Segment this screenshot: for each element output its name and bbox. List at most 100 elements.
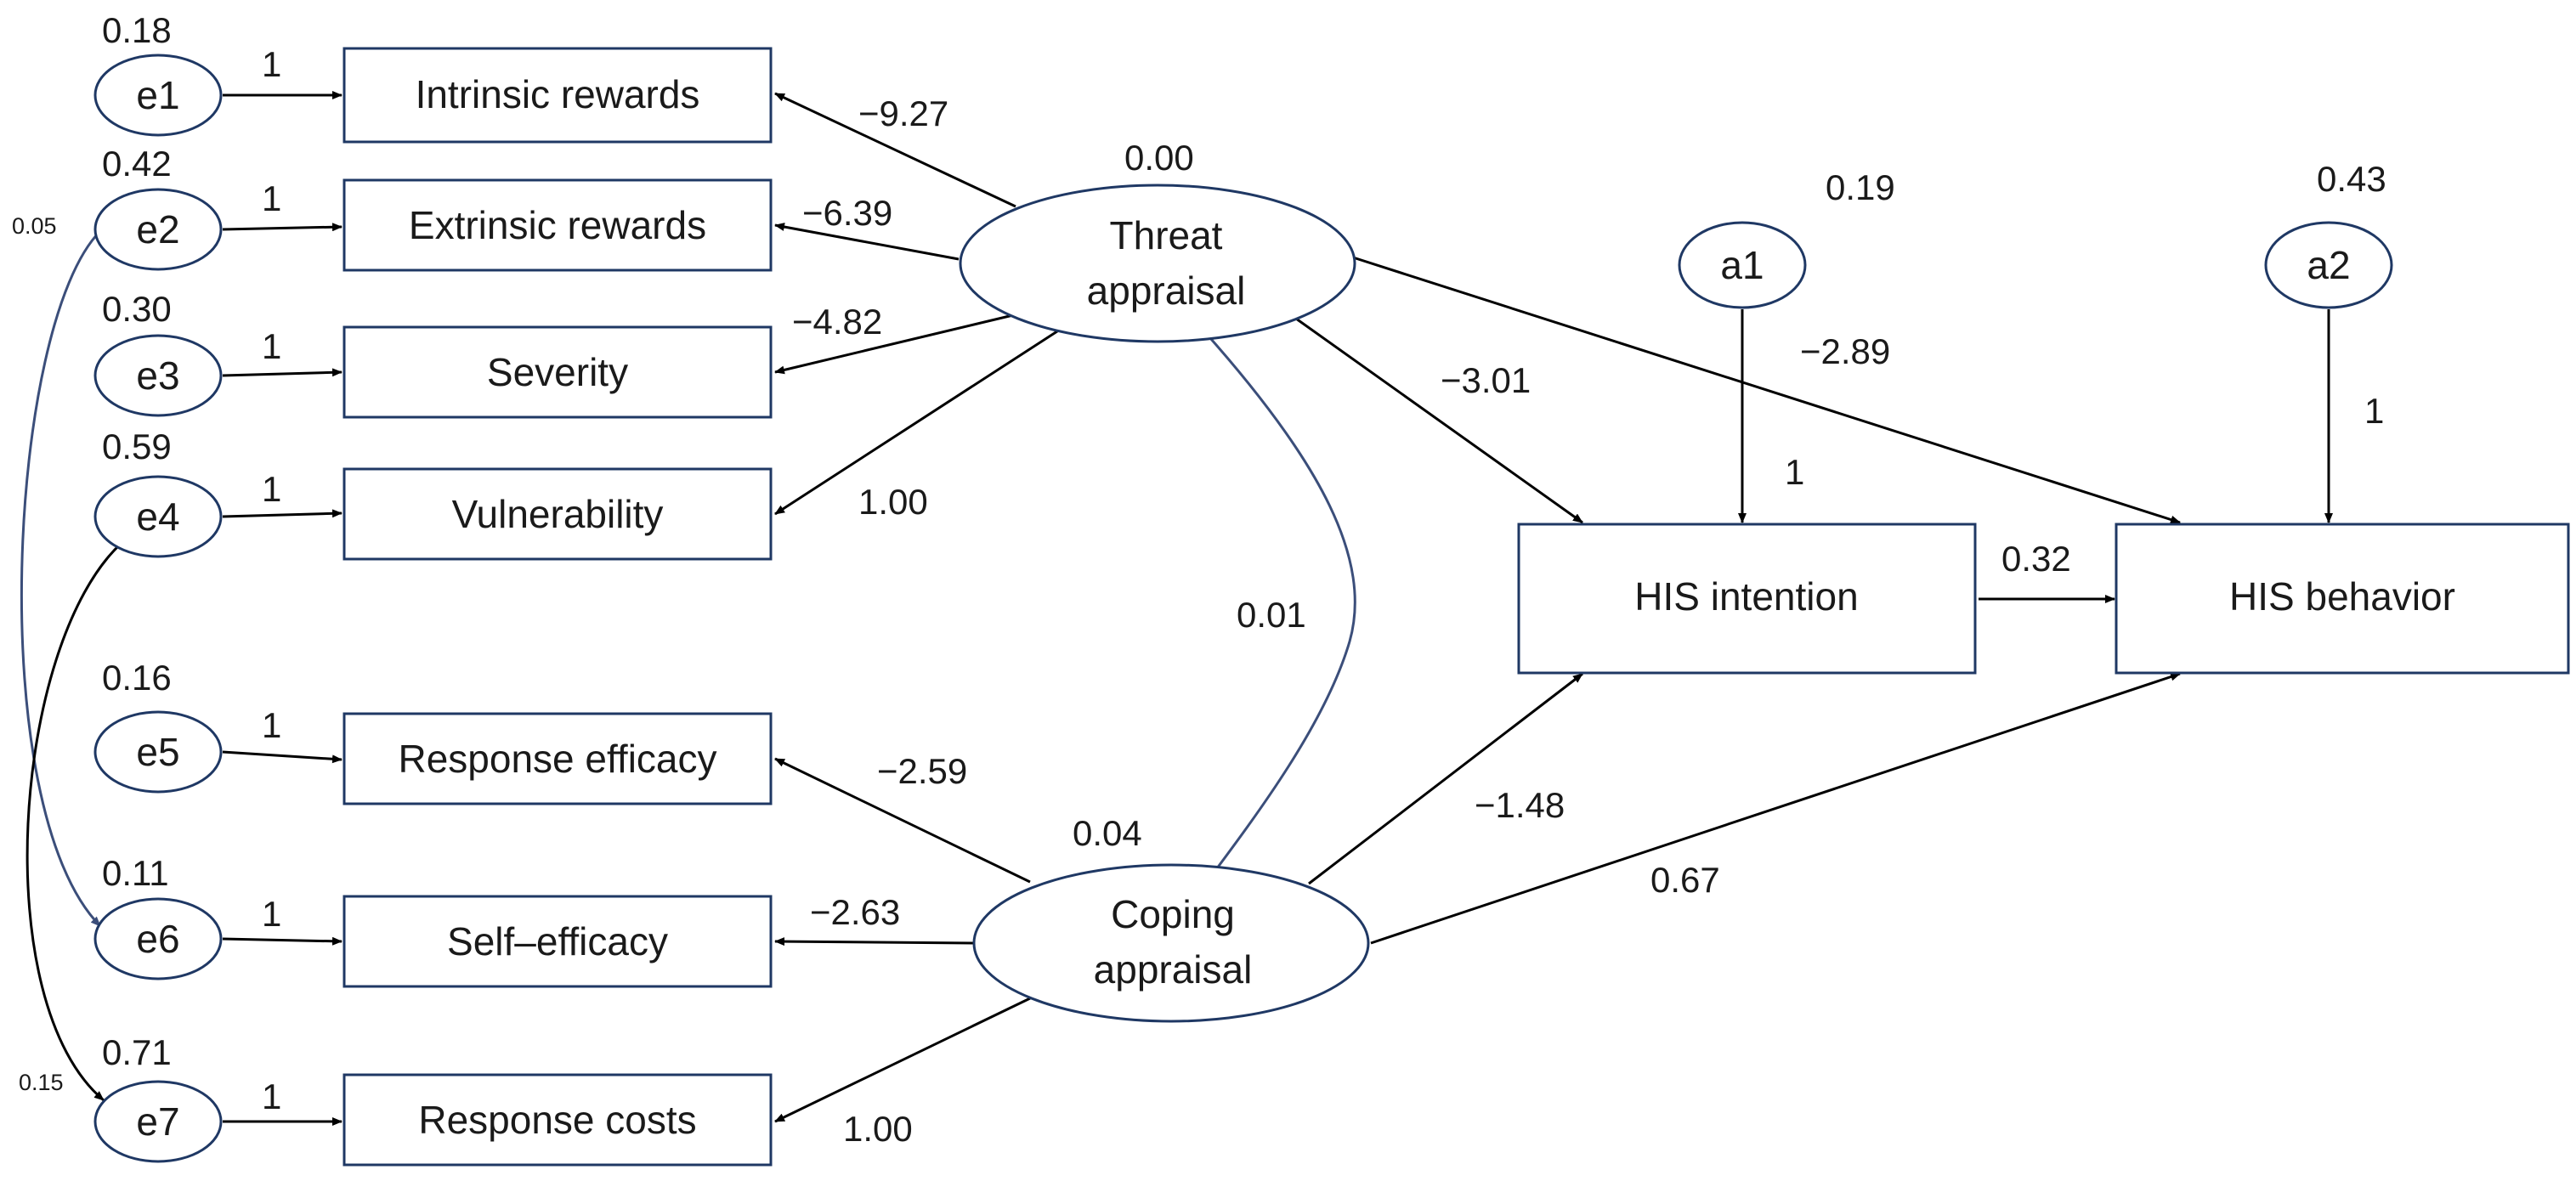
variance-coping: 0.04: [1073, 813, 1142, 853]
box-self-efficacy: [343, 895, 773, 988]
box-vulnerability: [343, 467, 773, 561]
error-a1-label: a1: [1720, 243, 1764, 287]
edge-coping-intention: [1308, 672, 1583, 885]
edge-threat-vulnerability: [774, 328, 1061, 516]
path-coping-self-efficacy: −2.63: [810, 892, 900, 932]
variance-threat: 0.00: [1124, 138, 1194, 178]
edge-e2-extrinsic: [222, 223, 343, 232]
error-a2-label: a2: [2307, 243, 2350, 287]
label-vulnerability: Vulnerability: [452, 492, 664, 536]
variance-a2: 0.43: [2317, 159, 2386, 199]
label-coping-line2: appraisal: [1094, 947, 1253, 992]
latent-threat-appraisal: [959, 184, 1356, 343]
box-his-intention: [1517, 523, 1977, 675]
error-e4: [93, 475, 223, 558]
box-response-costs: [343, 1073, 773, 1167]
cov-e2-e6-label: 0.05: [12, 213, 57, 239]
path-threat-intention: −3.01: [1441, 360, 1531, 400]
fixed-loading-labels: 1 1 1 1 1 1 1 1 1: [262, 44, 2384, 1116]
cov-threat-coping-label: 0.01: [1237, 595, 1306, 635]
path-threat-vulnerability: 1.00: [858, 482, 928, 522]
path-coping-intention: −1.48: [1475, 785, 1565, 825]
error-e2-label: e2: [136, 207, 179, 251]
edge-e3-severity: [222, 368, 343, 377]
edge-threat-extrinsic: [774, 223, 960, 261]
loading-e1: 1: [262, 44, 281, 84]
box-response-efficacy: [343, 712, 773, 805]
edge-threat-severity: [774, 313, 1017, 375]
edge-e4-vulnerability: [222, 509, 343, 518]
label-response-costs: Response costs: [418, 1098, 696, 1142]
variance-e5: 0.16: [102, 658, 172, 698]
outcomes: HIS intention HIS behavior: [1517, 523, 2570, 675]
indicators: Intrinsic rewards Extrinsic rewards Seve…: [343, 47, 773, 1167]
box-his-behavior: [2115, 523, 2570, 675]
box-extrinsic-rewards: [343, 178, 773, 272]
cov-e4-e7: [25, 537, 127, 1102]
variance-e4: 0.59: [102, 427, 172, 466]
loading-e2: 1: [262, 178, 281, 218]
variance-e2: 0.42: [102, 144, 172, 184]
error-e1-label: e1: [136, 73, 179, 117]
error-a2: [2264, 221, 2393, 309]
error-e3: [93, 334, 223, 417]
label-his-intention: HIS intention: [1634, 574, 1858, 619]
loading-a2: 1: [2364, 391, 2384, 431]
edge-e6-self-efficacy: [222, 936, 343, 946]
edge-threat-intention: [1295, 317, 1583, 524]
path-threat-intrinsic: −9.27: [858, 93, 948, 133]
covariance-labels: 0.01 0.05 0.15: [12, 213, 1306, 1095]
label-his-behavior: HIS behavior: [2229, 574, 2455, 619]
cov-e4-e7-label: 0.15: [19, 1070, 64, 1095]
edges: [20, 91, 2333, 1126]
edge-e5-response-efficacy: [222, 750, 343, 764]
loading-e3: 1: [262, 326, 281, 366]
label-threat-line2: appraisal: [1087, 268, 1246, 313]
error-e4-label: e4: [136, 494, 179, 539]
error-a1: [1678, 221, 1807, 309]
label-response-efficacy: Response efficacy: [398, 737, 716, 781]
path-coping-response-costs: 1.00: [843, 1109, 913, 1149]
cov-e2-e6: [20, 224, 107, 928]
error-e2: [93, 188, 223, 271]
label-threat-line1: Threat: [1110, 213, 1223, 257]
path-threat-extrinsic: −6.39: [802, 193, 892, 233]
error-e3-label: e3: [136, 353, 179, 398]
variance-a1: 0.19: [1826, 167, 1895, 207]
label-extrinsic-rewards: Extrinsic rewards: [409, 203, 706, 247]
latent-coping-appraisal: [972, 863, 1370, 1023]
error-e6: [93, 897, 223, 980]
path-intention-behavior: 0.32: [2001, 539, 2071, 579]
variance-e1: 0.18: [102, 10, 172, 50]
error-e7: [93, 1080, 223, 1163]
path-labels: −9.27 −6.39 −4.82 1.00 −2.59 −2.63 1.00 …: [792, 93, 2071, 1149]
error-e5-label: e5: [136, 730, 179, 774]
variance-e7: 0.71: [102, 1032, 172, 1072]
variance-labels: 0.18 0.42 0.30 0.59 0.16 0.11 0.71 0.00 …: [102, 10, 2386, 1072]
error-e7-label: e7: [136, 1099, 179, 1144]
loading-a1: 1: [1785, 452, 1804, 492]
loading-e6: 1: [262, 894, 281, 934]
error-e1: [93, 54, 223, 137]
box-intrinsic-rewards: [343, 47, 773, 144]
error-e5: [93, 710, 223, 794]
label-intrinsic-rewards: Intrinsic rewards: [416, 72, 700, 116]
path-coping-response-efficacy: −2.59: [877, 751, 967, 791]
label-severity: Severity: [487, 350, 628, 394]
box-severity: [343, 325, 773, 419]
edge-coping-response-efficacy: [774, 757, 1031, 884]
path-threat-behavior: −2.89: [1800, 331, 1890, 371]
error-e6-label: e6: [136, 917, 179, 961]
variance-e6: 0.11: [102, 853, 169, 893]
variance-e3: 0.30: [102, 289, 172, 329]
latents: Threat appraisal Coping appraisal: [959, 184, 1370, 1023]
label-coping-line1: Coping: [1111, 892, 1235, 936]
cov-threat-coping: [1197, 324, 1356, 883]
edge-threat-intrinsic: [774, 92, 1016, 208]
loading-e4: 1: [262, 469, 281, 509]
loading-e5: 1: [262, 705, 281, 745]
error-terms: e1 e2 e3 e4 e5 e6 e7 a1 a2: [93, 54, 2393, 1163]
edge-coping-behavior: [1370, 672, 2181, 945]
label-self-efficacy: Self–efficacy: [447, 919, 668, 963]
